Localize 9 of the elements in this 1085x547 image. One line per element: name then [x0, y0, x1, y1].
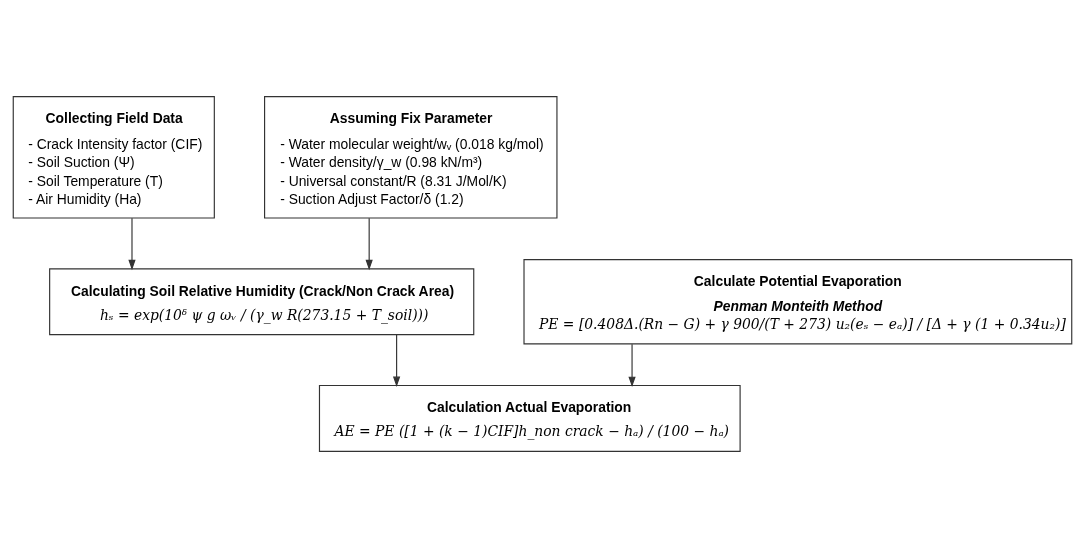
node-box: Calculating Soil Relative Humidity (Crack/Non Crack Area) hₛ = exp(10ᵟ ψ g ωᵥ / (γ_w R(273.15 + T_soil)))	[49, 267, 475, 335]
arrow	[392, 333, 401, 387]
node-box: Collecting Field Data - Crack Intensity factor (CIF) - Soil Suction (Ψ) - Soil Temperature (T) - Air Humidity (Ha)	[12, 95, 215, 219]
node-box: Calculate Potential Evaporation Penman Monteith Method PE = [0.408Δ.(Rn − G) + γ 900/(T + 273) u₂(eₛ − eₐ)] / [Δ + γ (1 + 0.34u₂)]	[523, 258, 1073, 344]
arrow	[128, 217, 136, 270]
arrow	[628, 343, 636, 387]
arrow	[365, 217, 373, 270]
node-box: Assuming Fix Parameter - Water molecular weight/wᵥ (0.018 kg/mol) - Water density/γ_w (0.98 kN/m³) - Universal constant/R (8.31 J/Mol/K) - Suction Adjust Factor/δ (1.2)	[264, 95, 558, 219]
node-box: Calculation Actual Evaporation AE = PE ([1 + (k − 1)CIF]h_non crack − hₐ) / (100 − hₐ)	[318, 384, 741, 452]
